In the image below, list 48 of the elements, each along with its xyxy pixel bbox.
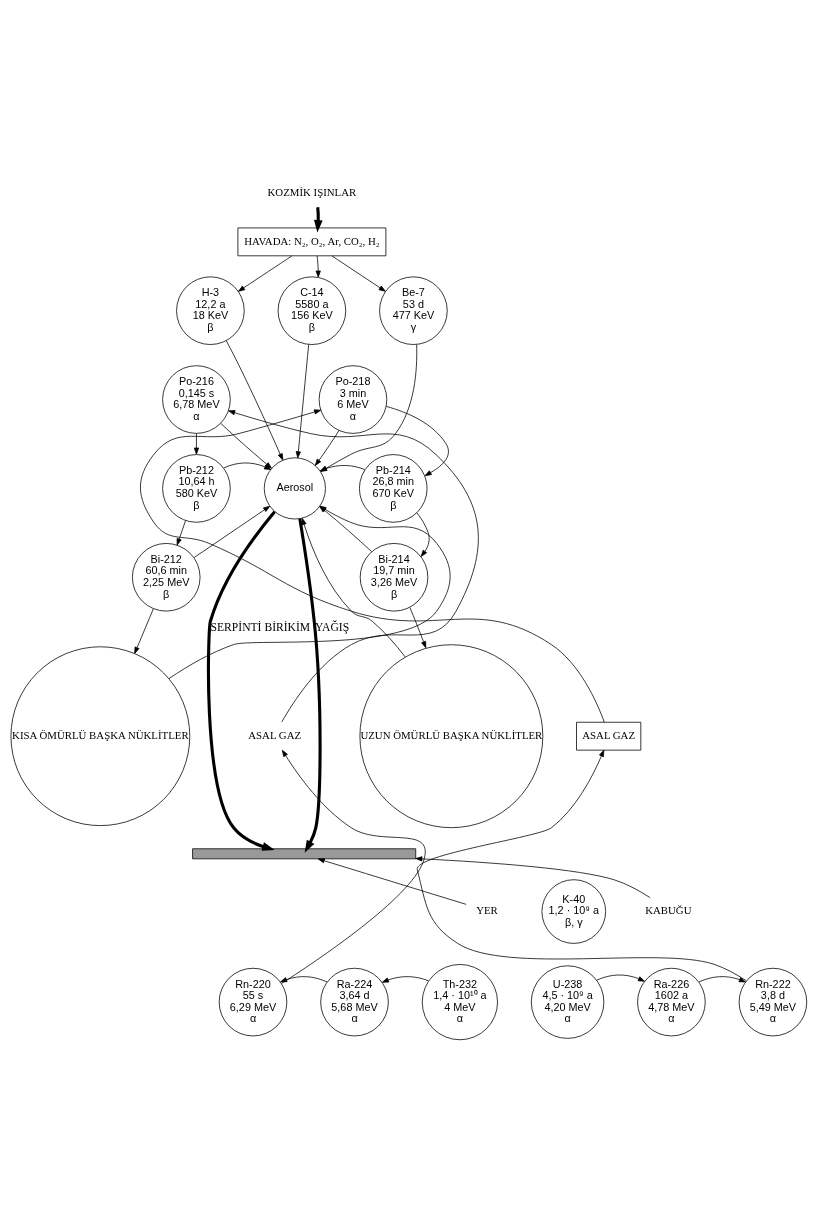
arrow — [415, 855, 651, 898]
node-box: HAVADA: N₂, O₂, Ar, CO₂, H₂ — [237, 227, 387, 256]
node-text: ASAL GAZ — [248, 728, 302, 741]
node-circle: Pb-212 10,64 h 580 KeV β — [162, 453, 231, 523]
node-box: ASAL GAZ — [576, 721, 642, 751]
arrow — [314, 429, 340, 466]
arrow — [596, 974, 645, 982]
arrow — [381, 975, 429, 983]
arrow — [315, 255, 321, 278]
arrow — [134, 607, 154, 654]
arrow — [228, 409, 479, 722]
arrow — [298, 518, 322, 853]
arrow — [698, 975, 746, 982]
node-circle: Bi-212 60,6 min 2,25 MeV β — [132, 542, 201, 611]
node-circle: UZUN ÖMÜRLÜ BAŞKA NÜKLİTLER — [359, 643, 544, 828]
arrow — [225, 339, 284, 460]
edge-label: SERPİNTİ BİRİKİM — [210, 620, 311, 634]
node-circle: U-238 4,5 · 10⁹ a 4,20 MeV α — [530, 964, 605, 1039]
node-text: YER — [476, 903, 498, 916]
arrow — [281, 749, 426, 984]
edge-label: YAĞIŞ — [314, 620, 350, 634]
node-circle: C-14 5580 a 156 KeV β — [277, 275, 347, 345]
arrow — [314, 206, 323, 232]
arrow — [193, 432, 199, 455]
arrow — [238, 255, 293, 292]
arrow — [385, 405, 449, 476]
arrow — [295, 343, 310, 458]
arrow — [176, 519, 186, 545]
node-circle: K-40 1,2 · 10⁹ a β, γ — [541, 878, 607, 944]
node-arc — [192, 847, 417, 859]
node-text: KABUĞU — [645, 903, 692, 916]
arrow — [416, 511, 430, 557]
arrow — [409, 606, 427, 648]
arrow — [416, 749, 747, 981]
arrow — [193, 505, 271, 558]
node-circle: Po-216 0,145 s 6,78 MeV α — [162, 364, 231, 434]
arrow — [168, 505, 451, 679]
node-text: KOZMİK IŞINLAR — [267, 185, 357, 198]
arrow — [317, 857, 467, 905]
arrow — [301, 517, 406, 657]
arrow — [206, 510, 276, 851]
arrow — [331, 255, 386, 292]
node-circle: Po-218 3 min 6 MeV α — [318, 364, 388, 434]
node-circle: Th-232 1,4 · 10¹⁰ a 4 MeV α — [421, 963, 498, 1040]
arrow — [319, 505, 373, 552]
arrow — [280, 975, 328, 982]
arrow — [140, 408, 605, 722]
node-circle: Pb-214 26,8 min 670 KeV β — [359, 453, 428, 523]
